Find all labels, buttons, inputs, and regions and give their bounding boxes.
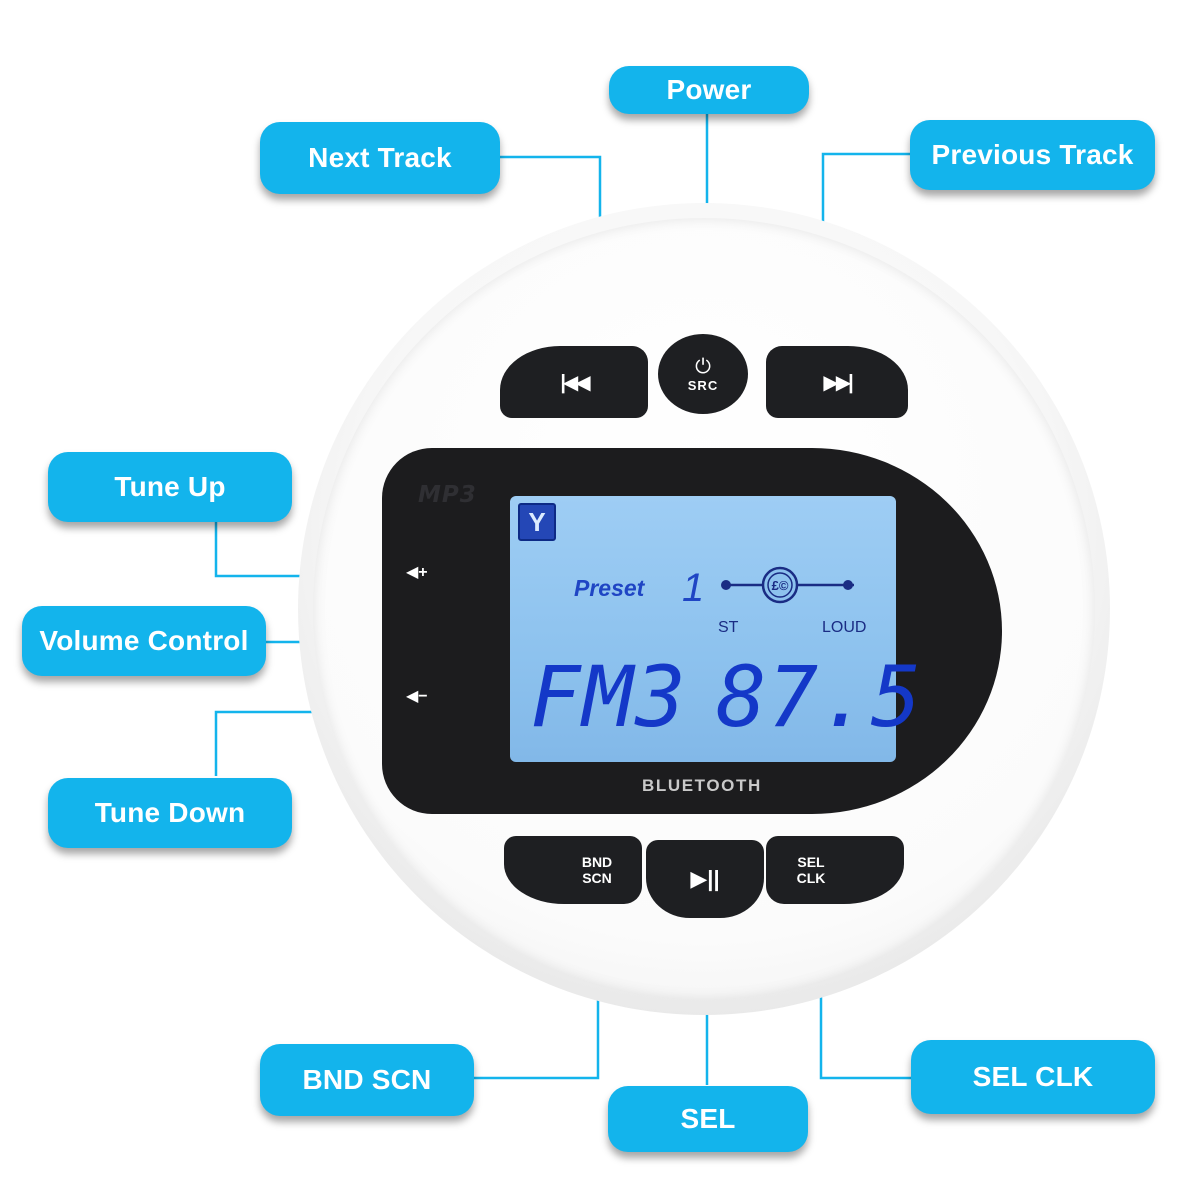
- clk-label: CLK: [796, 870, 826, 886]
- power-icon: ⏻: [695, 355, 711, 378]
- play-pause-icon: ▶||: [690, 866, 720, 891]
- callout-sel-clk: SEL CLK: [911, 1040, 1155, 1114]
- skip-forward-icon: ▶▶|: [823, 371, 853, 394]
- preset-number: 1: [682, 566, 705, 610]
- preset-label: Preset: [574, 575, 645, 601]
- next-button[interactable]: ▶▶|: [766, 346, 908, 418]
- volume-down-button[interactable]: ◀−: [406, 688, 428, 705]
- mp3-label: MP3: [418, 482, 477, 508]
- antenna-icon: Y: [518, 503, 556, 541]
- callout-tune-down: Tune Down: [48, 778, 292, 848]
- frequency-readout: 87.5: [716, 648, 923, 746]
- play-pause-button[interactable]: ▶||: [646, 840, 764, 918]
- sel-clk-button[interactable]: SEL CLK: [766, 836, 904, 904]
- scn-label: SCN: [582, 870, 612, 886]
- callout-power: Power: [609, 66, 809, 114]
- sel-label: SEL: [797, 854, 825, 870]
- skip-back-icon: |◀◀: [560, 371, 590, 394]
- bnd-scn-button[interactable]: BND SCN: [504, 836, 642, 904]
- band-readout: FM3: [530, 648, 688, 746]
- lcd-screen: [510, 496, 896, 762]
- callout-bnd-scn: BND SCN: [260, 1044, 474, 1116]
- callout-volume-control: Volume Control: [22, 606, 266, 676]
- eq-badge-text: £©: [772, 578, 789, 593]
- callout-previous-track: Previous Track: [910, 120, 1155, 190]
- eq-indicator-icon: £©: [721, 566, 854, 604]
- callout-next-track: Next Track: [260, 122, 500, 194]
- src-label: SRC: [687, 377, 719, 393]
- volume-up-button[interactable]: ◀+: [406, 564, 428, 581]
- callout-tune-up: Tune Up: [48, 452, 292, 522]
- previous-button[interactable]: |◀◀: [500, 346, 648, 418]
- bnd-label: BND: [581, 854, 613, 870]
- loudness-indicator: LOUD: [822, 619, 867, 636]
- power-src-button[interactable]: ⏻ SRC: [658, 334, 748, 414]
- stereo-indicator: ST: [718, 619, 739, 636]
- callout-sel: SEL: [608, 1086, 808, 1152]
- bluetooth-label: BLUETOOTH: [642, 776, 762, 795]
